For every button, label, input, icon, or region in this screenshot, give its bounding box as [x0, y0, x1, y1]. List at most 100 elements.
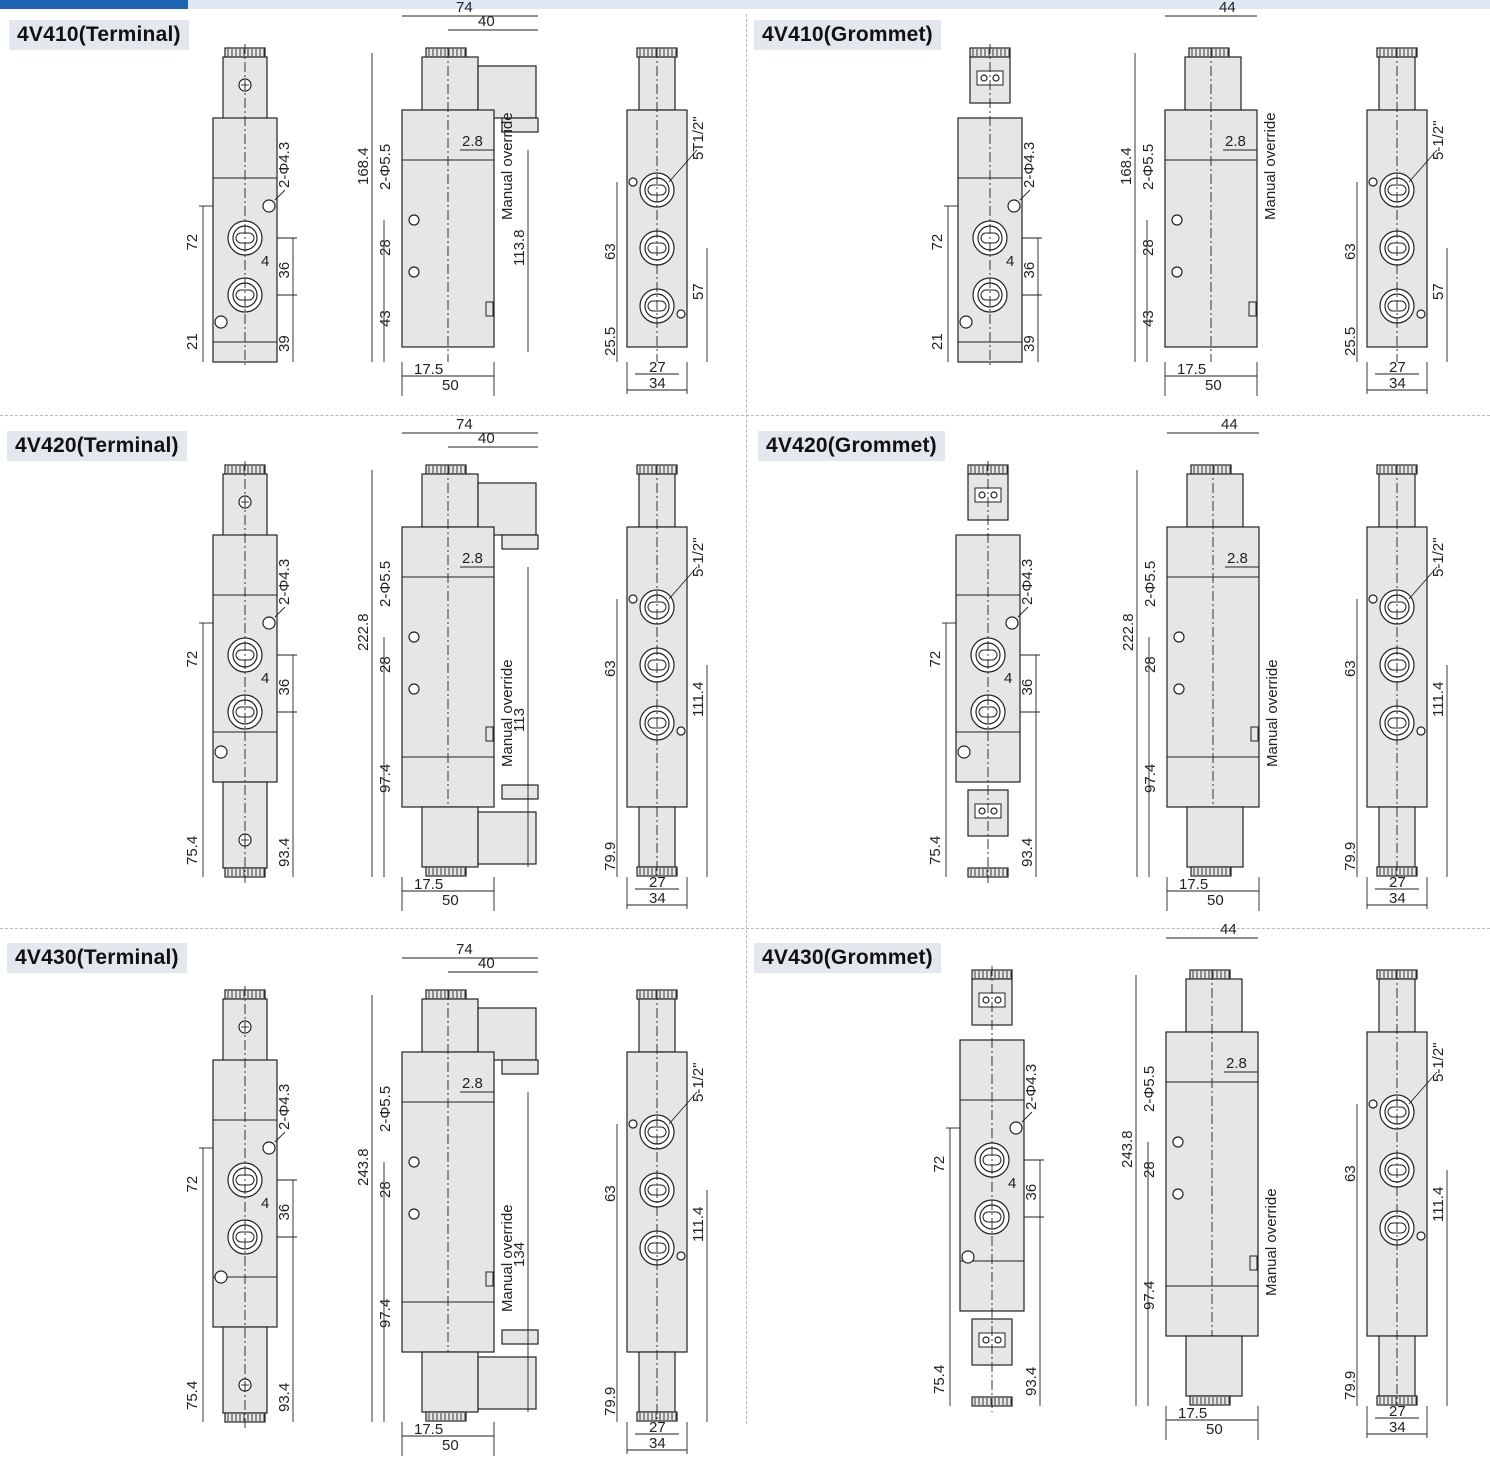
- mount-hole: [1416, 309, 1426, 319]
- coil-knurl-bottom: [425, 866, 467, 877]
- dim-port-height: 111.4: [690, 1207, 707, 1242]
- mount-hole: [214, 1270, 228, 1284]
- dim-width-label: 50: [1207, 892, 1224, 909]
- dim-foot: 17.5: [1178, 1405, 1207, 1422]
- leader: [668, 566, 698, 600]
- terminal-gland-bottom: [501, 1329, 539, 1345]
- dim-pitch: 28: [377, 239, 394, 256]
- dim-inner-width: 27: [649, 874, 666, 891]
- dim-width-total: 44: [1221, 416, 1238, 433]
- dim-hole: 2-Φ5.5: [1140, 144, 1157, 190]
- dim-pitch: 36: [1019, 679, 1036, 696]
- grommet-pin: [978, 491, 986, 499]
- coil-knurl-bottom: [1190, 866, 1232, 877]
- row-divider-2: [0, 928, 1490, 929]
- mount-hole: [262, 199, 276, 213]
- mount-hole: [1009, 1121, 1023, 1135]
- terminal-gland: [501, 534, 539, 550]
- dim-height-a: 63: [602, 1185, 619, 1202]
- grommet-pin: [982, 1336, 990, 1344]
- leader: [274, 1131, 286, 1143]
- terminal-box: [477, 65, 537, 119]
- terminal-box: [477, 1007, 537, 1061]
- dim-offset: 2.8: [462, 550, 483, 567]
- dim-port-height: 111.4: [1430, 1187, 1447, 1222]
- mount-hole: [408, 1156, 420, 1168]
- dim-width-total: 74: [456, 941, 473, 958]
- dim-port-height: 57: [1430, 283, 1447, 300]
- dim-gap: 4: [1004, 670, 1012, 687]
- dim-width: 34: [1389, 1419, 1406, 1436]
- mount-hole: [1416, 1231, 1426, 1241]
- dim-width: 34: [649, 1435, 666, 1452]
- mount-hole: [408, 266, 420, 278]
- dim-height-total: 72: [184, 651, 201, 668]
- manual-override-label: Manual override: [499, 659, 516, 767]
- grommet-pin: [980, 74, 988, 82]
- dim-hole: 2-Φ4.3: [1021, 142, 1038, 188]
- dim-width-label: 50: [1206, 1421, 1223, 1438]
- mount-hole: [1368, 594, 1378, 604]
- dim-override-height: 134: [511, 1242, 528, 1267]
- grommet-pin: [990, 807, 998, 815]
- manual-override-button: [485, 726, 494, 742]
- side-view-2: 7440222.82-Φ5.52897.42.817.550113Manual …: [355, 416, 539, 911]
- dim-bottom-b: 75.4: [931, 1365, 948, 1394]
- dim-pitch: 36: [276, 262, 293, 279]
- dim-offset: 2.8: [462, 133, 483, 150]
- dim-height-a: 63: [1342, 243, 1359, 260]
- dim-foot: 17.5: [414, 1421, 443, 1438]
- leader: [668, 149, 698, 183]
- dim-width: 34: [649, 890, 666, 907]
- mount-hole: [957, 745, 971, 759]
- dim-foot: 17.5: [414, 361, 443, 378]
- dim-bottom-b: 75.4: [927, 836, 944, 865]
- coil-knurl-bottom: [1189, 1395, 1231, 1406]
- terminal-box: [477, 482, 537, 536]
- dim-bottom: 43: [377, 310, 394, 327]
- mount-hole: [676, 726, 686, 736]
- mount-hole: [1416, 726, 1426, 736]
- coil-knurl-bottom: [425, 1411, 467, 1422]
- coil-housing: [638, 998, 676, 1053]
- dim-height-total: 72: [931, 1156, 948, 1173]
- coil-knurl: [425, 464, 467, 475]
- coil-housing: [421, 56, 479, 111]
- dim-bottom: 25.5: [1342, 327, 1359, 356]
- dim-bottom: 97.4: [377, 764, 394, 793]
- dim-pitch: 28: [1142, 656, 1159, 673]
- mount-hole: [1172, 1136, 1184, 1148]
- dim-pitch: 28: [377, 656, 394, 673]
- leader: [1408, 566, 1438, 600]
- dim-bottom: 97.4: [377, 1299, 394, 1328]
- dim-bottom: 25.5: [602, 327, 619, 356]
- dim-height-total: 72: [184, 1176, 201, 1193]
- dim-port: 5-1/2": [690, 1062, 707, 1102]
- terminal-box-bottom: [477, 811, 537, 865]
- manual-override-button: [1248, 301, 1257, 317]
- manual-override-button: [485, 1271, 494, 1287]
- dim-bottom-a: 93.4: [276, 1383, 293, 1412]
- panel-title-4v420-terminal: 4V420(Terminal): [7, 431, 187, 461]
- dim-foot: 17.5: [414, 876, 443, 893]
- dim-pitch: 36: [1021, 262, 1038, 279]
- coil-knurl: [425, 47, 467, 58]
- dim-hole: 2-Φ4.3: [1023, 1064, 1040, 1110]
- terminal-gland-bottom: [501, 784, 539, 800]
- coil-housing-bottom: [1186, 806, 1244, 868]
- mount-hole: [214, 745, 228, 759]
- dim-height-a: 63: [602, 243, 619, 260]
- dim-foot: 17.5: [1179, 876, 1208, 893]
- dim-gap: 4: [1008, 1175, 1016, 1192]
- mount-hole: [1005, 616, 1019, 630]
- dim-gap: 4: [261, 253, 269, 270]
- mount-hole: [1368, 1099, 1378, 1109]
- mount-hole: [408, 683, 420, 695]
